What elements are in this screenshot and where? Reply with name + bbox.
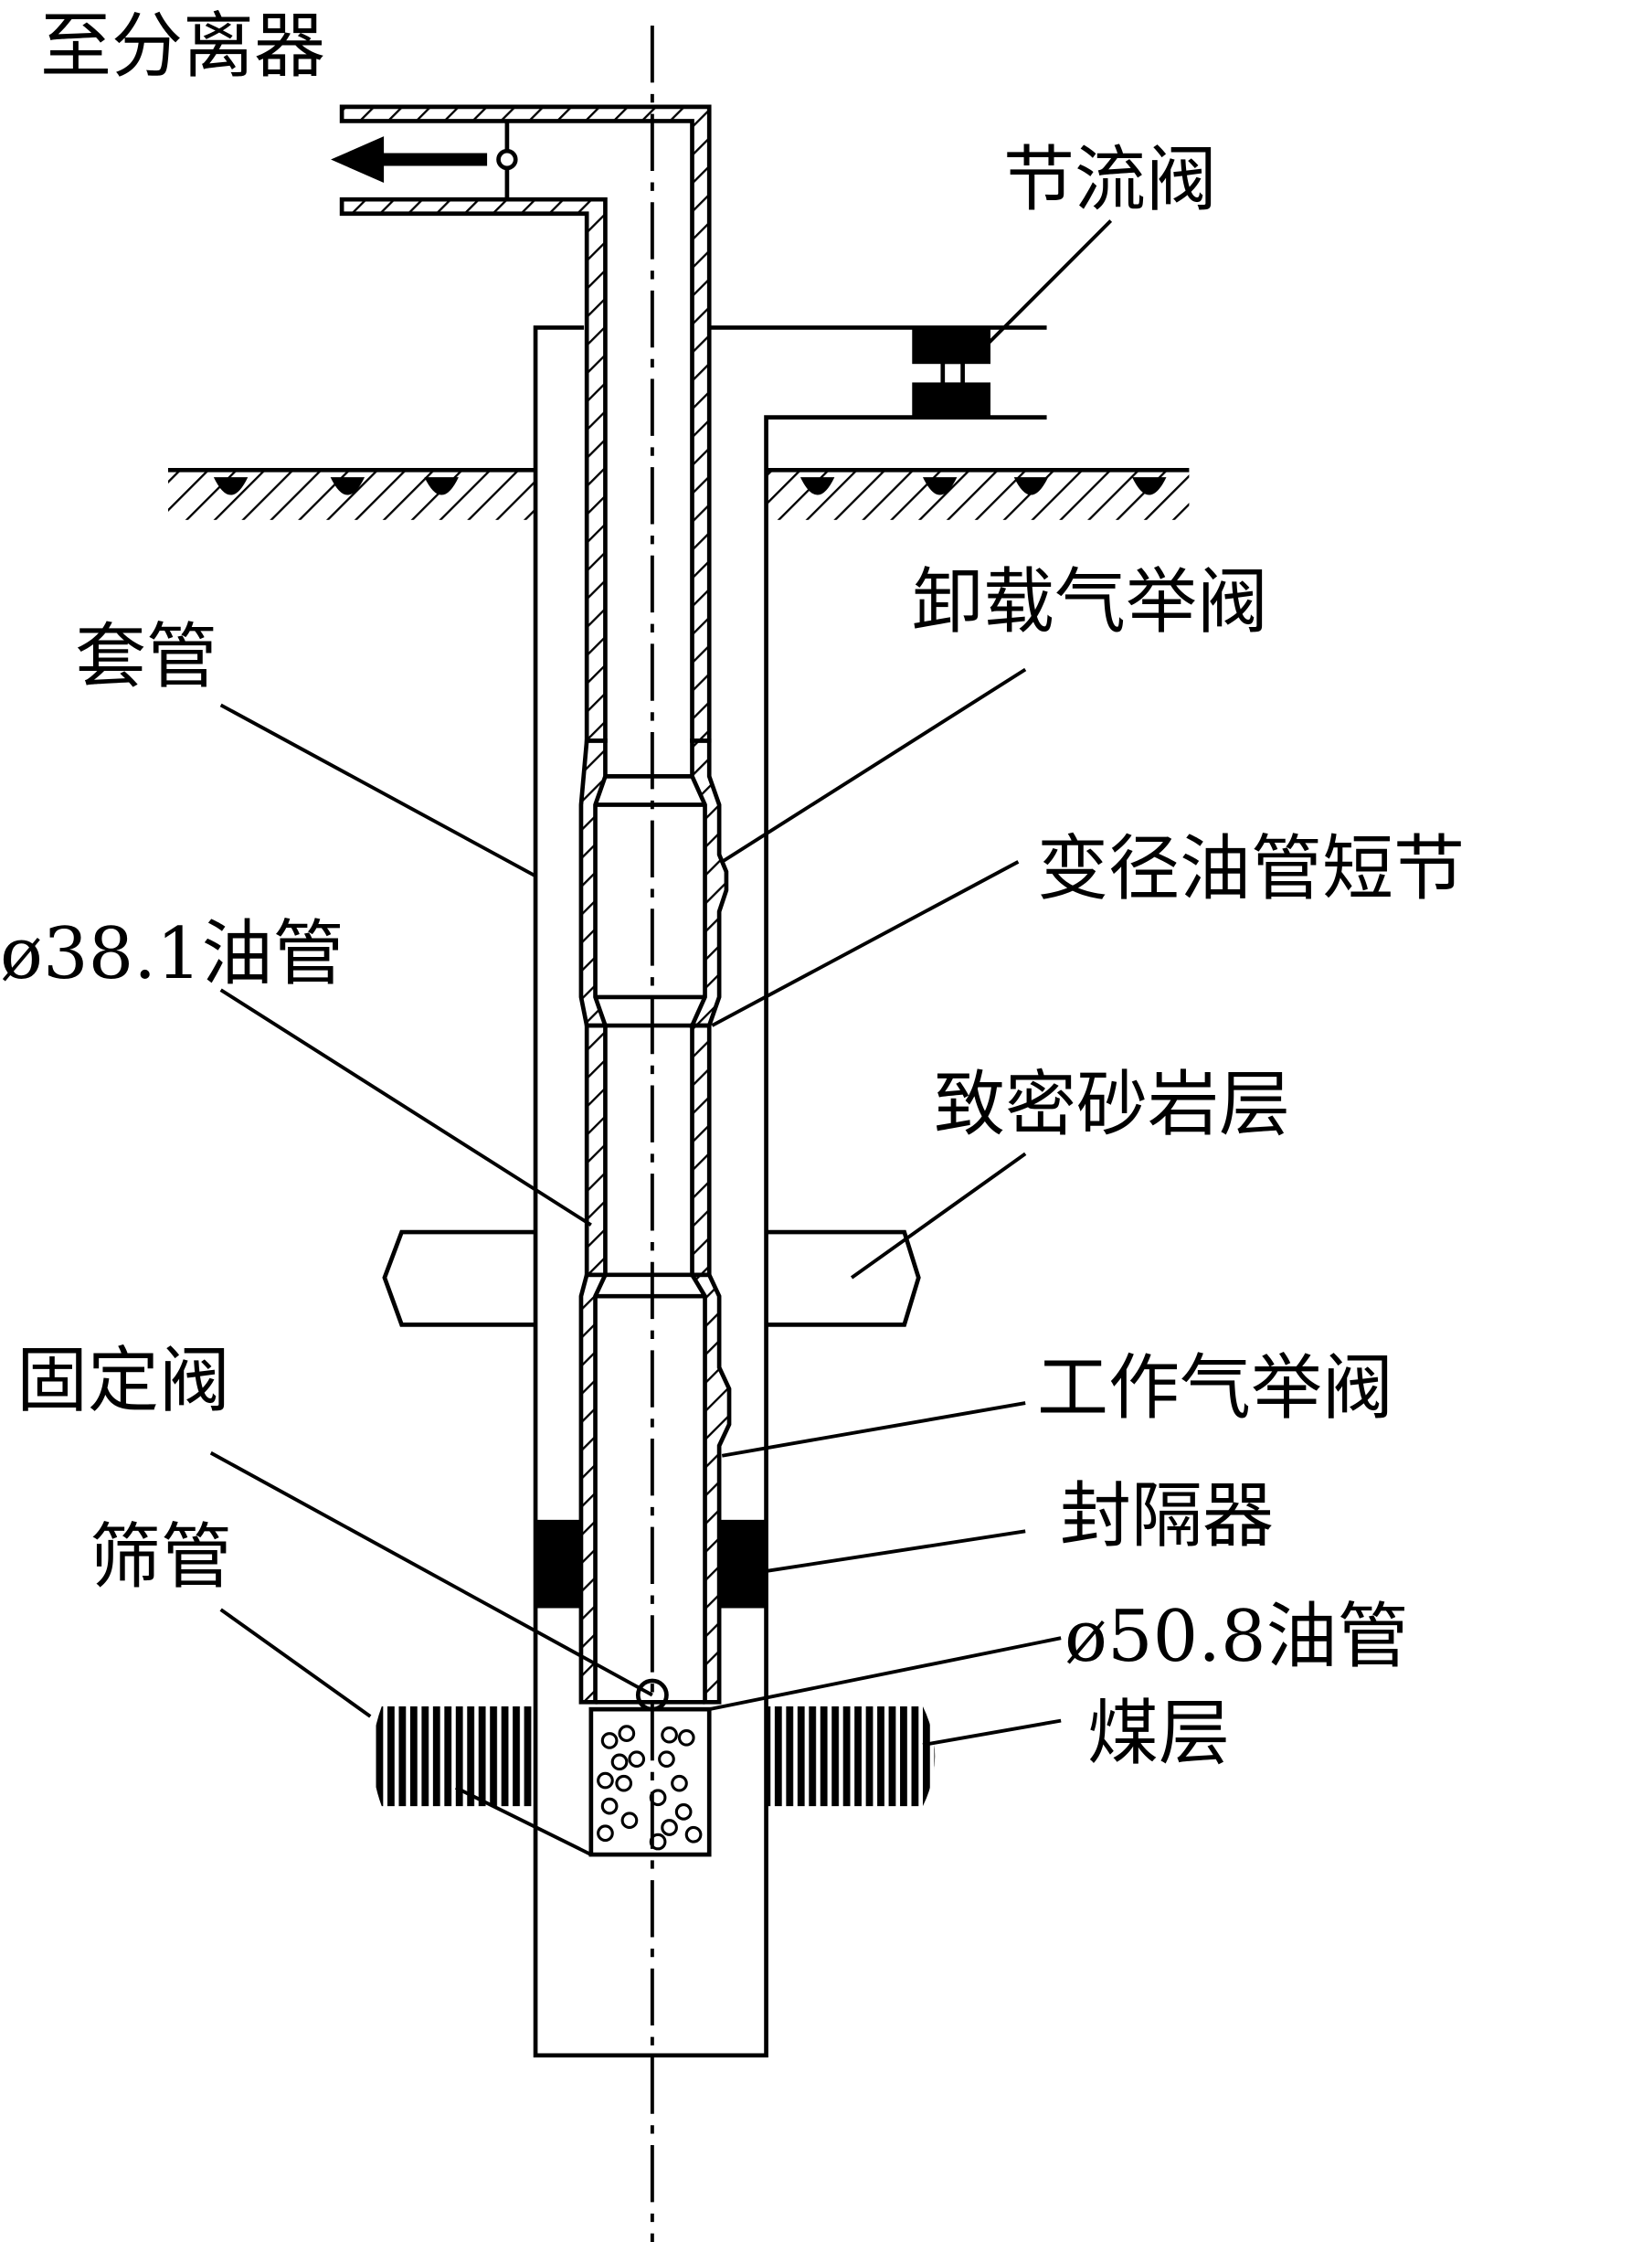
label-tubing-38: ø38.1油管 bbox=[0, 913, 344, 995]
label-choke-valve: 节流阀 bbox=[1003, 139, 1218, 221]
label-tight-sand: 致密砂岩层 bbox=[934, 1064, 1291, 1146]
reducer-sub bbox=[578, 738, 729, 1028]
label-screen: 筛管 bbox=[90, 1516, 233, 1599]
tight-sand-layer bbox=[382, 1229, 921, 1327]
label-packer: 封隔器 bbox=[1060, 1475, 1275, 1557]
screen-pipe bbox=[588, 1706, 712, 1857]
coal-seam bbox=[372, 1706, 936, 1807]
ground-surface bbox=[167, 467, 1190, 520]
flow-arrow-icon bbox=[331, 121, 518, 200]
label-unloading-valve: 卸载气举阀 bbox=[912, 561, 1269, 643]
casing bbox=[533, 325, 1047, 2058]
leader-lines bbox=[209, 219, 1113, 1856]
label-reducer-sub: 变径油管短节 bbox=[1037, 828, 1466, 910]
label-to-separator: 至分离器 bbox=[40, 5, 326, 88]
label-coal-seam: 煤层 bbox=[1087, 1693, 1231, 1775]
packer bbox=[535, 1519, 767, 1609]
tubing-38 bbox=[339, 104, 712, 1278]
label-standing-valve: 固定阀 bbox=[16, 1340, 231, 1422]
tubing-50 bbox=[578, 1272, 732, 1705]
label-working-valve: 工作气举阀 bbox=[1037, 1347, 1394, 1429]
choke-valve-icon bbox=[912, 328, 991, 419]
label-tubing-50: ø50.8油管 bbox=[1064, 1596, 1409, 1678]
label-casing: 套管 bbox=[75, 616, 218, 698]
